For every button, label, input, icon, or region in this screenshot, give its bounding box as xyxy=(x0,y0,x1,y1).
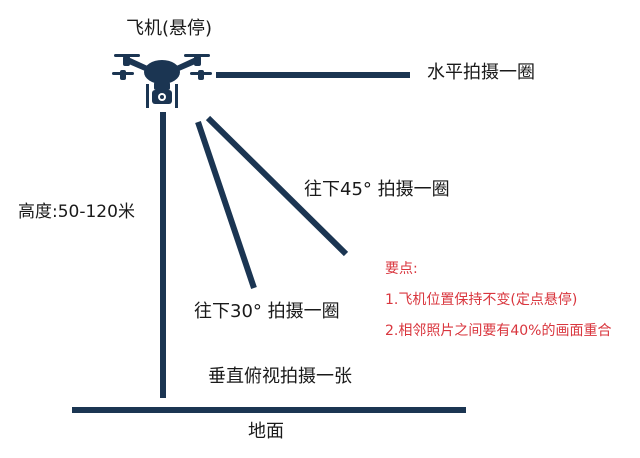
note-item-1: 1.飞机位置保持不变(定点悬停) xyxy=(385,292,578,308)
line-30-degree xyxy=(195,121,257,289)
drone-title: 飞机(悬停) xyxy=(126,18,213,39)
down-45-label: 往下45° 拍摄一圈 xyxy=(304,179,450,200)
drone-icon xyxy=(112,54,212,108)
height-label: 高度:50-120米 xyxy=(18,202,135,222)
line-45-degree xyxy=(205,115,349,257)
down-30-label: 往下30° 拍摄一圈 xyxy=(194,301,340,322)
note-item-2: 2.相邻照片之间要有40%的画面重合 xyxy=(385,323,612,339)
notes-title: 要点: xyxy=(385,261,418,277)
ground-label: 地面 xyxy=(248,421,284,442)
vertical-label: 垂直俯视拍摄一张 xyxy=(208,366,352,387)
horizontal-label: 水平拍摄一圈 xyxy=(427,62,535,83)
